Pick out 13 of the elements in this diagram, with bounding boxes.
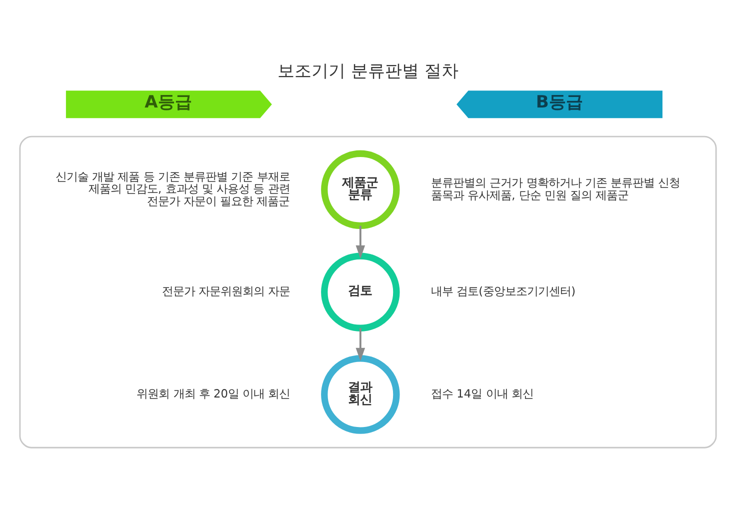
node-label: 내부 검토(중앙보조기기센터) <box>431 284 576 298</box>
node-label: 분류판별의 근거가 명확하거나 기존 분류판별 신청 품목과 유사제품, 단순 민원 질의 제품군 <box>431 174 680 202</box>
arrow <box>356 328 366 361</box>
arrow <box>356 225 366 258</box>
diagram-title: 보조기기 분류판별 절차 <box>278 60 458 81</box>
node-label: 위원회 개최 후 20일 이내 회신 <box>136 386 290 400</box>
node-circle: 검토 <box>321 252 400 331</box>
node-circle: 결과 회신 <box>321 354 400 434</box>
node-label: 신기술 개발 제품 등 기존 분류판별 기준 부재로 제품의 민감도, 효과성 및 사용성 등 관련 전문가 자문이 필요한 제품군 <box>55 168 290 208</box>
cluster <box>19 135 717 448</box>
node-label: 접수 14일 이내 회신 <box>431 386 534 400</box>
node-label: 전문가 자문위원회의 자문 <box>162 284 290 298</box>
node-circle: 제품군 분류 <box>321 150 400 229</box>
